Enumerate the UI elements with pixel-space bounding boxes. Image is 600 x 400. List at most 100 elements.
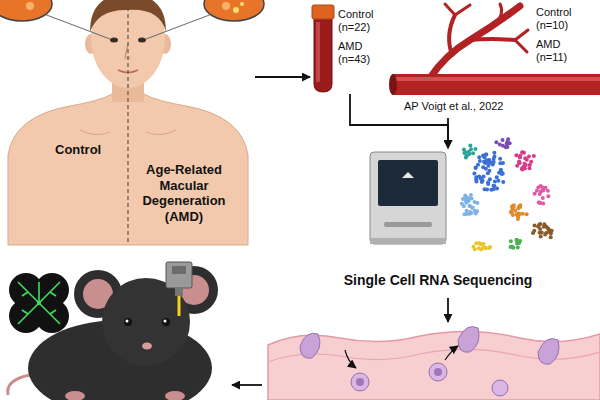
tsne-plot-part [470, 206, 474, 210]
retina-tissue-part [345, 350, 356, 368]
sequencer-machine-part [384, 222, 432, 227]
retina-fundus-part [44, 14, 110, 39]
retina-fundus-part [204, 0, 264, 21]
tsne-plot-part [486, 180, 490, 184]
tsne-plot-part [472, 200, 476, 204]
tsne-plot-part [494, 140, 498, 144]
retina-tissue-part [356, 378, 364, 386]
tsne-plot-part [529, 160, 533, 164]
tsne-plot-part [541, 196, 545, 200]
blood-vessel-part [470, 39, 515, 40]
tsne-plot-part [501, 180, 505, 184]
flow-arrow [232, 384, 262, 386]
blood-tube-part [316, 22, 320, 82]
tsne-plot-part [487, 246, 491, 250]
tsne-plot-part [469, 193, 473, 197]
person-figure-part [146, 130, 176, 135]
tsne-plot-part [525, 158, 529, 162]
tsne-plot-part [518, 161, 522, 165]
tsne-plot-part [532, 154, 536, 158]
tsne-plot-part [541, 201, 545, 205]
retina-tissue [268, 327, 600, 400]
sequencer-machine-part [370, 152, 446, 244]
tsne-plot-part [516, 214, 520, 218]
tsne-plot-part [533, 192, 537, 196]
flow-arrow [447, 118, 449, 148]
sequencer-machine [370, 152, 446, 244]
tsne-plot-part [516, 217, 520, 221]
tsne-plot-part [483, 246, 487, 250]
tsne-plot-part [462, 147, 466, 151]
illustration-panel: Control (n=10)AMD (n=11)AP Voigt et al.,… [392, 0, 600, 118]
retina-flatmount-part [18, 282, 60, 324]
flow-arrow [447, 298, 449, 322]
mouse-figure-part [164, 320, 167, 323]
blood-vessel-part [515, 30, 528, 40]
tsne-plot-part [483, 187, 487, 191]
tsne-plot-part [479, 177, 483, 181]
retina-fundus-part [26, 2, 34, 10]
tsne-plot-part [474, 166, 478, 170]
sequencer-machine-part [402, 172, 414, 178]
illustration-panel: ControlAge-Related Macular Degeneration … [0, 0, 255, 245]
tsne-plot-part [518, 154, 522, 158]
blood-vessel-part [449, 15, 455, 55]
tsne-plot-part [520, 167, 524, 171]
imaging-probe-part [172, 266, 186, 274]
tsne-plot-part [484, 167, 488, 171]
tsne-plot-part [495, 175, 499, 179]
tsne-plot-part [549, 235, 553, 239]
mouse-figure-part [126, 320, 129, 323]
blood-vessel-part [455, 5, 470, 15]
tsne-plot-part [505, 140, 509, 144]
tsne-plot-part [493, 179, 497, 183]
retina-fundus-part [233, 7, 239, 13]
tsne-plot-part [473, 147, 477, 151]
tsne-plot-part [478, 159, 482, 163]
blood-vessel-part [430, 6, 520, 78]
tsne-plot-part [527, 166, 531, 170]
blood-tube [312, 5, 334, 92]
tsne-plot-part [487, 169, 491, 173]
retina-tissue-part [300, 333, 320, 358]
tsne-plot-part [514, 153, 518, 157]
tsne-plot-part [498, 157, 502, 161]
tsne-plot-part [468, 143, 472, 147]
blood-vessel-part [445, 4, 455, 15]
mouse-figure-part [102, 278, 190, 366]
retina-fundus-part [146, 14, 212, 39]
retina-tissue-part [434, 368, 442, 376]
tsne-plot-part [510, 207, 514, 211]
divider-line [127, 0, 128, 245]
sequencer-machine-part [370, 238, 446, 244]
tsne-plot-part [512, 203, 516, 207]
tsne-plot-part [514, 238, 518, 242]
tsne-plot-part [546, 227, 550, 231]
retina-fundus-part [240, 2, 244, 6]
retina-flatmount [9, 273, 69, 333]
tsne-plot-part [492, 154, 496, 158]
tsne-plot-part [492, 151, 496, 155]
tsne-plot-part [474, 241, 478, 245]
tsne-plot-part [538, 231, 542, 235]
person-figure-part [110, 38, 118, 43]
tsne-plot-part [543, 186, 547, 190]
tsne-plot-part [546, 194, 550, 198]
tsne-plot-part [492, 184, 496, 188]
tsne-plot-part [532, 229, 536, 233]
panel-label: AMD (n=11) [536, 38, 594, 64]
retina-tissue-part [429, 363, 447, 381]
tsne-plot-part [543, 232, 547, 236]
tsne-plot-part [475, 209, 479, 213]
sequencer-machine-part [378, 160, 438, 206]
person-figure-part [80, 130, 110, 135]
person-figure-part [138, 38, 146, 43]
imaging-probe-part [178, 296, 181, 316]
tsne-plot-part [472, 171, 476, 175]
tsne-plot-part [482, 242, 486, 246]
tsne-plot-part [471, 205, 475, 209]
tsne-plot-part [511, 213, 515, 217]
tsne-plot-part [484, 152, 488, 156]
